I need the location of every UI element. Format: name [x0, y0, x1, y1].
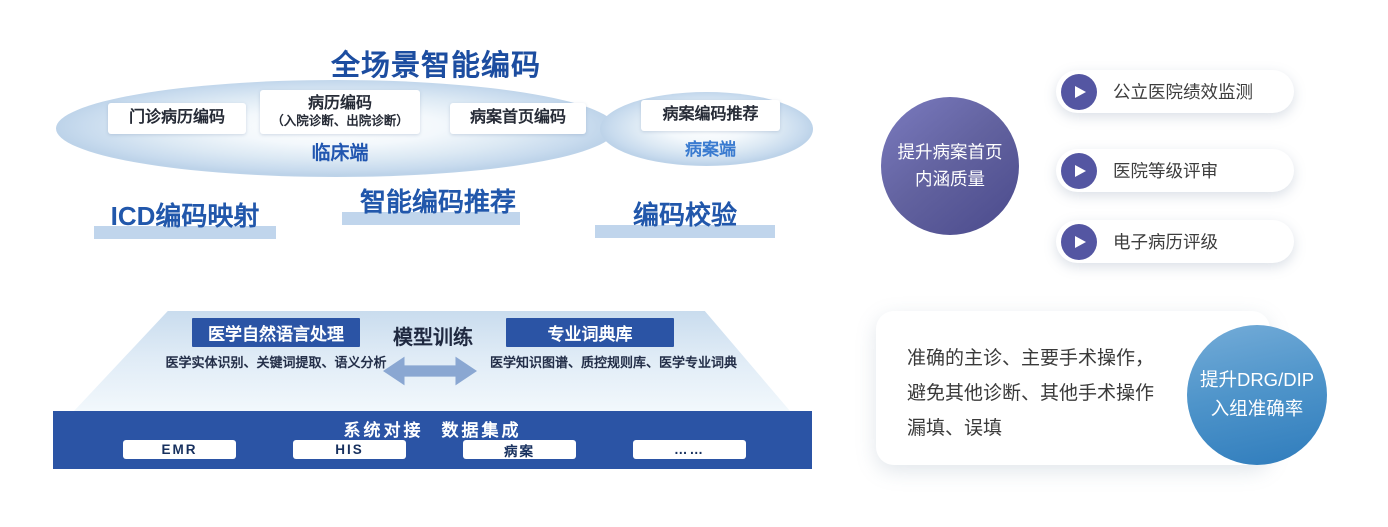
scene-box-label: 门诊病历编码	[128, 109, 225, 127]
card-text-line: 漏填、误填	[907, 418, 1003, 439]
feature-label: 智能编码推荐	[359, 187, 516, 217]
play-triangle	[1075, 85, 1086, 98]
scene-box-label: 病案编码推荐	[662, 106, 759, 124]
benefit-pill-hospital-grade-review: 医院等级评审	[1056, 149, 1294, 192]
scene-box-outpatient-coding: 门诊病历编码	[108, 103, 246, 134]
dictionary-caption: 医学知识图谱、质控规则库、医学专业词典	[490, 355, 738, 370]
benefit-pill-performance-monitoring: 公立医院绩效监测	[1056, 70, 1294, 113]
feature-highlight-bar	[342, 212, 520, 225]
clinical-side-label: 临床端	[311, 143, 369, 164]
nlp-box: 医学自然语言处理	[192, 318, 360, 347]
drg-circle-line2: 入组准确率	[1210, 398, 1304, 419]
page-title: 全场景智能编码	[330, 50, 541, 82]
double-arrow-icon	[383, 356, 477, 386]
quality-circle-line1: 提升病案首页	[897, 141, 1003, 162]
integration-label-1: 系统对接	[343, 421, 424, 440]
system-chip-emr: EMR	[123, 440, 236, 459]
feature-smart-code-recommend: 智能编码推荐	[342, 187, 524, 225]
integration-label-2: 数据集成	[441, 421, 522, 440]
benefit-pill-emr-rating: 电子病历评级	[1056, 220, 1294, 263]
card-text-line: 准确的主诊、主要手术操作，	[907, 348, 1155, 369]
play-triangle	[1075, 235, 1086, 248]
play-icon	[1061, 223, 1097, 260]
record-side-label: 病案端	[685, 140, 736, 159]
scene-box-label-line1: 病历编码	[307, 94, 372, 112]
scene-box-frontpage-coding: 病案首页编码	[450, 103, 586, 134]
feature-label: 编码校验	[632, 200, 737, 230]
nlp-caption: 医学实体识别、关键词提取、语义分析	[165, 355, 387, 370]
model-training-label: 模型训练	[393, 327, 473, 349]
play-triangle	[1075, 164, 1086, 177]
play-icon	[1061, 73, 1097, 110]
system-chip-medical-record: 病案	[463, 440, 576, 459]
quality-improvement-circle: 提升病案首页 内涵质量	[881, 97, 1019, 235]
integration-bar-title: 系统对接数据集成	[53, 416, 812, 441]
dictionary-box: 专业词典库	[506, 318, 674, 347]
benefit-label: 公立医院绩效监测	[1113, 82, 1253, 102]
system-chip-row: EMR HIS 病案 ……	[123, 440, 746, 459]
quality-circle-line2: 内涵质量	[915, 169, 985, 189]
benefit-label: 医院等级评审	[1113, 161, 1218, 181]
feature-code-verification: 编码校验	[595, 201, 775, 238]
benefit-label: 电子病历评级	[1113, 232, 1218, 252]
system-chip-his: HIS	[293, 440, 406, 459]
system-chip-more: ……	[633, 440, 746, 459]
system-integration-bar: 系统对接数据集成 EMR HIS 病案 ……	[53, 411, 812, 469]
card-text-line: 避免其他诊断、其他手术操作	[907, 383, 1155, 404]
scene-box-coding-recommend: 病案编码推荐	[641, 100, 780, 131]
drg-circle-line1: 提升DRG/DIP	[1199, 369, 1315, 391]
feature-highlight-bar	[595, 225, 775, 238]
feature-highlight-bar	[94, 226, 276, 239]
scene-box-label-line2: （入院诊断、出院诊断）	[271, 114, 409, 129]
scene-box-label: 病案首页编码	[469, 109, 566, 127]
feature-label: ICD编码映射	[110, 201, 260, 231]
play-icon	[1061, 152, 1097, 189]
drg-dip-accuracy-circle: 提升DRG/DIP 入组准确率	[1187, 325, 1327, 465]
feature-icd-code-mapping: ICD编码映射	[94, 201, 276, 239]
scene-box-record-coding: 病历编码 （入院诊断、出院诊断）	[260, 90, 420, 134]
